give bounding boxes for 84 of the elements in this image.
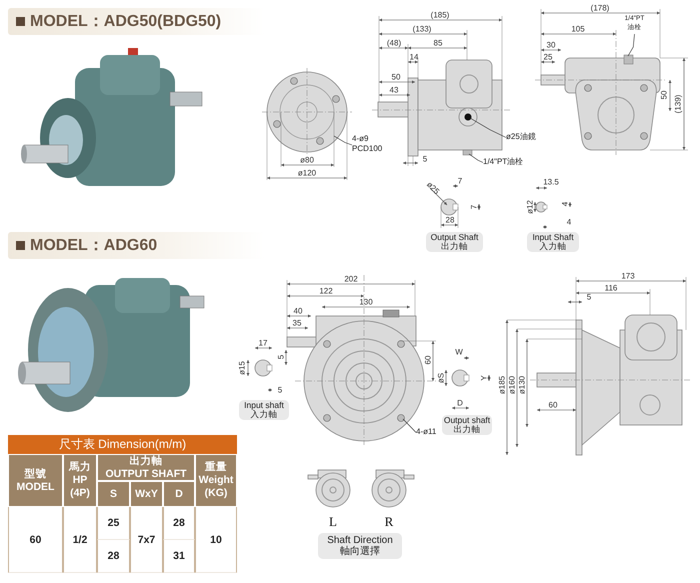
dimension-label: 43 (390, 86, 398, 94)
dimension-label: 30 (546, 40, 556, 50)
table-header-cell: WxY (130, 481, 163, 507)
table-header-cell: D (163, 481, 195, 507)
dimension-label: 60 (424, 356, 432, 364)
dimension-label: 85 (434, 38, 442, 48)
dimension-label: 35 (292, 318, 302, 328)
dimension-label: 5 (422, 154, 428, 164)
dimension-label: (48) (386, 38, 402, 48)
table-cell: 25 (97, 507, 130, 540)
callout-text: ø25油鏡 (506, 132, 552, 143)
dimension-label: Y (480, 375, 488, 381)
dimension-label: 50 (392, 72, 400, 82)
dimension-label: 7 (458, 176, 462, 186)
dimension-label: 14 (410, 52, 418, 62)
caption-text: Input Shaft (532, 233, 574, 242)
dimension-label: 173 (621, 272, 635, 280)
table-cell: 1/2 (63, 507, 97, 573)
dimension-label: (185) (430, 10, 450, 20)
table-cell: 28 (97, 540, 130, 573)
dimension-label: 202 (344, 274, 358, 284)
callout-text: 1/4"PT油栓 (483, 157, 535, 168)
caption-text: Input shaft (244, 401, 284, 410)
caption-text: Shaft Direction (327, 535, 393, 546)
dimension-label: 4 (560, 202, 570, 206)
table-header-cell: 重量 Weight (KG) (195, 454, 237, 507)
dimension-label: 40 (294, 306, 302, 316)
dimension-label: 116 (604, 284, 618, 292)
dimension-label: ø25 (424, 180, 442, 196)
dimension-label: (178) (590, 4, 610, 12)
dimension-label: 17 (258, 338, 268, 348)
dimension-label: W (455, 348, 463, 356)
dimension-label: ø185 (498, 376, 506, 394)
caption-text: Output Shaft (430, 233, 478, 242)
leader-line (334, 136, 352, 146)
dimension-label: ø160 (508, 376, 516, 394)
caption-text: 入力軸 (540, 242, 566, 251)
table-header-cell: S (97, 481, 130, 507)
dimension-label: 5 (586, 292, 592, 302)
dimension-label: 13.5 (543, 178, 559, 186)
heading-text: MODEL：ADG50(BDG50) (30, 12, 222, 31)
heading-text: MODEL：ADG60 (30, 236, 158, 255)
dimension-label: øS (436, 372, 446, 384)
table-header-cell: 型號 MODEL (8, 454, 63, 507)
dimension-label: ø12 (526, 200, 534, 214)
dimension-label: 25 (544, 52, 552, 62)
caption-text: 入力軸 (250, 410, 278, 419)
caption-text: 出力軸 (441, 242, 468, 251)
dimension-label: 28 (446, 216, 454, 224)
table-cell: 10 (195, 507, 237, 573)
dimension-label: (133) (412, 24, 432, 34)
table-header-cell: 馬力 HP (4P) (63, 454, 97, 507)
dimension-label: 130 (359, 298, 373, 306)
table-cell: 31 (163, 540, 195, 573)
dimension-label: ø130 (518, 376, 526, 394)
direction-label: R (384, 515, 394, 529)
table-title-bar: 尺寸表 Dimension(m/m) (8, 435, 237, 454)
dimension-label: 4 (566, 218, 572, 226)
callout-text: 4-ø11 (416, 427, 446, 438)
dimension-label: ø15 (238, 361, 246, 375)
dimension-label: ø80 (300, 156, 314, 164)
direction-label: L (329, 515, 337, 529)
leader-line (402, 418, 416, 433)
dimension-label: (139) (674, 94, 682, 114)
dimension-label: 5 (278, 386, 282, 394)
dimension-label: ø120 (298, 168, 316, 178)
caption-text: Output shaft (444, 416, 490, 425)
table-header-cell: 出力軸 OUTPUT SHAFT (97, 454, 195, 481)
leader-line (470, 118, 506, 138)
leader-line (468, 154, 484, 163)
callout-text: 4-ø9 PCD100 (352, 134, 394, 156)
dimension-label: 105 (571, 24, 585, 34)
dimension-label: 7 (470, 204, 478, 210)
table-cell: 60 (8, 507, 63, 573)
caption-text: 軸向選擇 (340, 546, 380, 557)
leader-line (628, 34, 635, 56)
dimension-label: 60 (548, 400, 558, 410)
dimension-label: 50 (660, 90, 668, 100)
dimension-label: 122 (319, 286, 333, 296)
table-cell: 7x7 (130, 507, 163, 573)
table-cell: 28 (163, 507, 195, 540)
caption-text: 出力軸 (454, 425, 480, 434)
dimension-label: 5 (276, 354, 286, 360)
dimension-label: D (457, 398, 463, 408)
